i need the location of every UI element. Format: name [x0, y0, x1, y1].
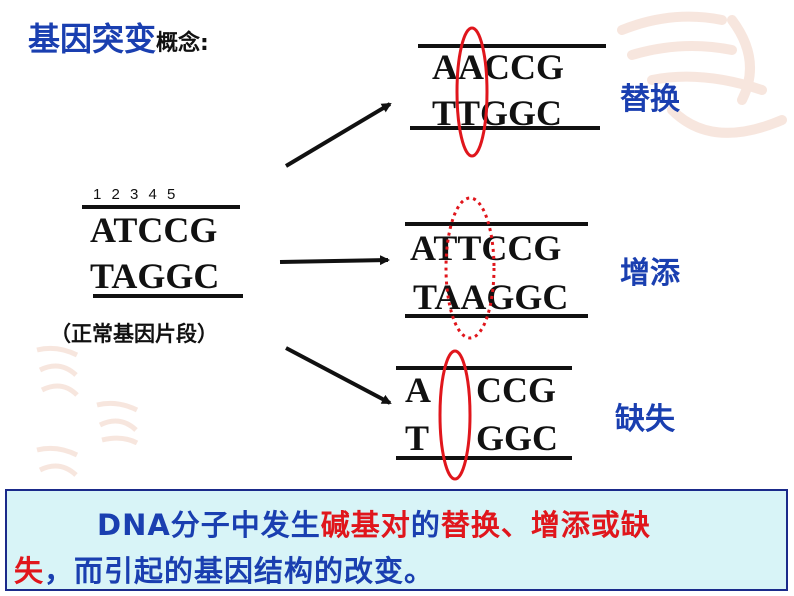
addition-bottom-bar: [405, 314, 588, 318]
definition-seg3: 的: [410, 508, 441, 542]
definition-panel: DNA分子中发生碱基对的替换、增添或缺 失，而引起的基因结构的改变。: [5, 489, 788, 591]
original-bottom-bar: [93, 294, 243, 298]
watermark-left-1: [36, 345, 79, 397]
deletion-bottom-bar: [396, 456, 572, 460]
substitution-top-strand: AACCG: [432, 47, 564, 87]
deletion-top-bar: [396, 366, 572, 370]
substitution-label: 替换: [620, 82, 680, 117]
deletion-bottom-left: T: [405, 418, 430, 458]
watermark-left-3: [36, 445, 79, 477]
definition-seg6: ，而引起的基因结构的改变。: [44, 554, 435, 588]
deletion-label: 缺失: [615, 402, 675, 437]
definition-seg2: 碱基对: [320, 508, 411, 542]
watermark-top-right: [617, 11, 787, 138]
position-numbers: 1 2 3 4 5: [93, 186, 176, 203]
addition-label: 增添: [620, 256, 680, 291]
arrow-to-deletion: [285, 346, 392, 405]
definition-seg5: 失: [14, 554, 45, 588]
slide-title: 基因突变概念:: [28, 14, 209, 60]
definition-line-1: DNA分子中发生碱基对的替换、增添或缺: [97, 502, 651, 544]
substitution-bottom-bar: [410, 126, 600, 130]
original-top-strand: ATCCG: [90, 210, 218, 250]
deletion-bottom-right: GGC: [476, 418, 559, 458]
original-caption: （正常基因片段）: [50, 322, 218, 346]
addition-top-bar: [405, 222, 588, 226]
arrow-to-addition: [279, 255, 390, 266]
substitution-top-bar: [418, 44, 606, 48]
deletion-top-left: A: [405, 370, 431, 410]
deletion-highlight: [438, 349, 472, 481]
definition-line-2: 失，而引起的基因结构的改变。: [14, 548, 434, 590]
arrow-to-substitution: [284, 102, 392, 168]
substitution-bottom-strand: TTGGC: [432, 93, 563, 133]
original-bottom-strand: TAGGC: [90, 256, 220, 296]
deletion-top-right: CCG: [476, 370, 556, 410]
addition-highlight: [444, 196, 496, 340]
watermark-left-2: [96, 400, 139, 445]
addition-top-strand: ATTCCG: [410, 228, 562, 268]
title-main: 基因突变: [28, 20, 157, 58]
title-sub: 概念:: [156, 31, 209, 56]
definition-seg4: 替换、增添或缺: [440, 508, 651, 542]
substitution-highlight: [455, 26, 489, 158]
original-top-bar: [82, 205, 240, 209]
definition-seg1: DNA分子中发生: [97, 508, 321, 542]
